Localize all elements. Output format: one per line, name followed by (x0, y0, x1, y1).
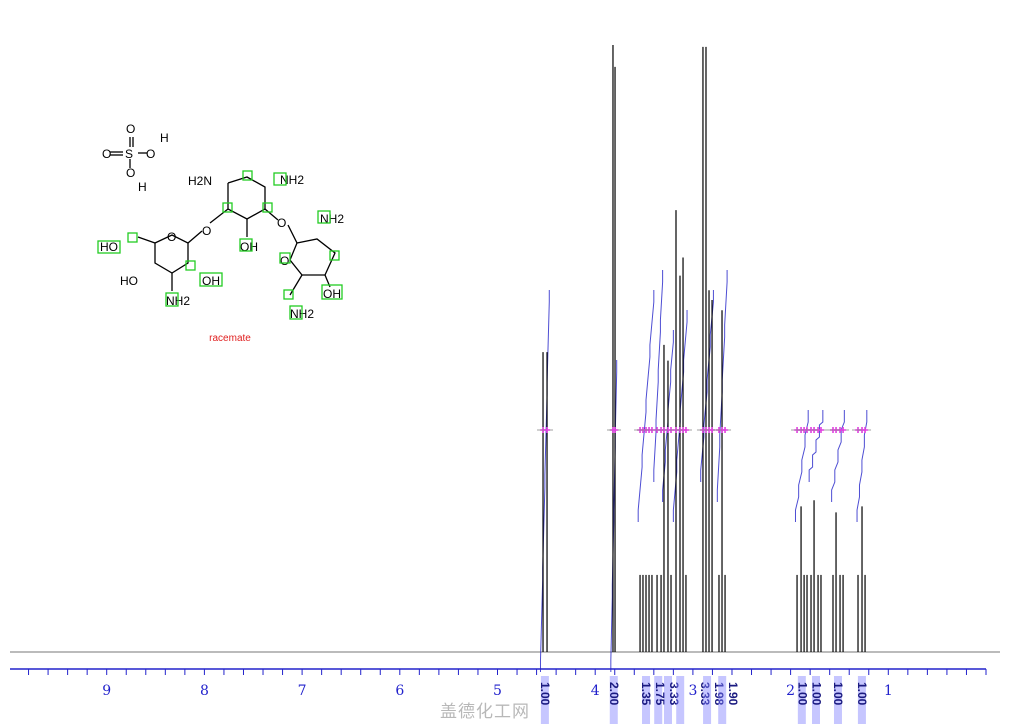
integral-region-band (833, 676, 842, 724)
integral-label: 1.98 (712, 682, 726, 706)
peak-pick-marker (817, 427, 824, 433)
integral-label: 1.90 (726, 682, 740, 706)
integral-curve (653, 270, 664, 482)
atom-label: O (126, 166, 135, 180)
x-axis-tick-label: 3 (688, 683, 697, 699)
integral-label: 2.00 (607, 682, 621, 706)
atom-label: HO (100, 240, 118, 254)
integral-label: 1.00 (855, 682, 869, 706)
atom-label: OH (323, 287, 341, 301)
watermark: 盖德化工网 (440, 702, 530, 722)
integral-label: 1.00 (538, 682, 552, 706)
peak-pick-marker (612, 427, 619, 433)
x-axis-tick-label: 7 (298, 683, 307, 699)
integral-region-band (718, 676, 727, 724)
peak-pick-marker (862, 427, 869, 433)
integral-curve (539, 290, 550, 672)
x-axis-tick-label: 8 (200, 683, 209, 699)
atom-label: OH (240, 240, 258, 254)
peak-pick-marker (840, 427, 847, 433)
integral-region-band (857, 676, 866, 724)
integral-label: 1.00 (796, 682, 810, 706)
atom-label: NH2 (320, 212, 344, 226)
integral-curve (831, 410, 845, 502)
integral-curve (610, 360, 618, 672)
integral-region-band (654, 676, 663, 724)
x-axis-tick-label: 9 (102, 683, 111, 699)
integral-label: 3.33 (698, 682, 712, 706)
atom-label: O (280, 254, 289, 268)
molecule-structure: O O S O H O H H2N NH2 O O OH NH2 HO O HO… (97, 122, 344, 344)
atom-label: S (125, 147, 133, 161)
integral-curve (856, 410, 868, 522)
x-axis-tick-label: 4 (591, 683, 600, 699)
integral-region-band (642, 676, 651, 724)
atom-label: H2N (188, 174, 212, 188)
atom-label: O (202, 224, 211, 238)
integral-region-band (609, 676, 618, 724)
integral-region-band (797, 676, 806, 724)
integral-label: 1.75 (653, 682, 667, 706)
integral-region-band (663, 676, 672, 724)
x-axis-tick-label: 1 (884, 683, 893, 699)
integral-label: 3.33 (667, 682, 681, 706)
peak-pick-marker (722, 427, 729, 433)
atom-label: HO (120, 274, 138, 288)
atom-label: O (126, 122, 135, 136)
peak-pick-marker (682, 427, 689, 433)
integral-label: 1.00 (831, 682, 845, 706)
integral-label: 1.35 (639, 682, 653, 706)
x-axis-tick-label: 6 (395, 683, 404, 699)
peak-pick-marker (544, 427, 551, 433)
integral-curve (637, 290, 655, 522)
atom-label: O (277, 216, 286, 230)
integral-region-band (540, 676, 549, 724)
x-axis-tick-label: 5 (493, 683, 502, 699)
atom-label: H (138, 180, 147, 194)
atom-label: OH (202, 274, 220, 288)
integral-curve (808, 410, 824, 482)
atom-label: O (146, 147, 155, 161)
integral-region-band (812, 676, 821, 724)
x-axis-tick-label: 2 (786, 683, 795, 699)
atom-label: H (160, 131, 169, 145)
atom-label: O (167, 230, 176, 244)
racemate-label: racemate (209, 333, 251, 344)
integral-region-band (676, 676, 685, 724)
integral-region-band (703, 676, 712, 724)
integral-label: 1.00 (810, 682, 824, 706)
atom-label: O (102, 147, 111, 161)
integral-curve (794, 410, 809, 522)
